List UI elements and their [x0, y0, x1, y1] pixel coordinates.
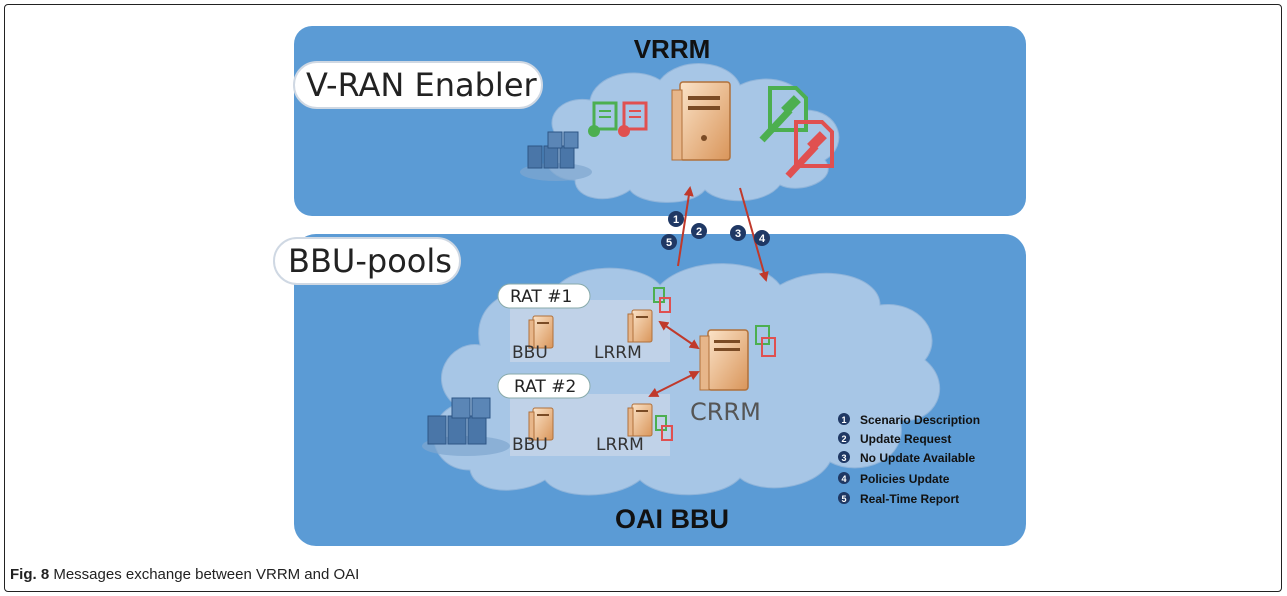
server-rack-icon: [520, 131, 592, 181]
badge-3: 3: [730, 225, 746, 241]
svg-text:Scenario Description: Scenario Description: [860, 413, 980, 427]
v-ran-enabler-pill: [293, 61, 543, 109]
figure-caption-text: Messages exchange between VRRM and OAI: [53, 566, 360, 583]
rat-1-label: RAT #1: [510, 287, 572, 307]
bbu-label-2: BBU: [512, 435, 548, 455]
green-certificate-icon: [588, 101, 618, 137]
crrm-label: CRRM: [690, 398, 761, 426]
bbu-label-1: BBU: [512, 343, 548, 363]
bbu-server-icon-1: [528, 315, 554, 349]
v-ran-enabler-label: V-RAN Enabler: [306, 66, 538, 104]
crrm-server-icon: [699, 325, 776, 391]
vrrm-title: VRRM: [634, 34, 711, 64]
green-policy-icon: [759, 86, 808, 143]
red-policy-icon: [785, 120, 834, 179]
svg-text:Real-Time Report: Real-Time Report: [860, 492, 959, 506]
legend-item-1: 1 Scenario Description: [838, 413, 980, 427]
lrrm-label-1: LRRM: [594, 343, 642, 363]
svg-text:5: 5: [841, 494, 846, 504]
svg-text:4: 4: [841, 474, 846, 484]
svg-text:1: 1: [841, 415, 846, 425]
bbu-pools-label: BBU-pools: [288, 242, 452, 280]
svg-text:Update Request: Update Request: [860, 432, 951, 446]
figure-caption: Fig. 8 Messages exchange between VRRM an…: [10, 566, 359, 583]
svg-text:4: 4: [759, 233, 766, 245]
vrrm-server-icon: [671, 81, 731, 161]
svg-text:3: 3: [841, 453, 846, 463]
svg-text:5: 5: [666, 237, 672, 249]
svg-text:No Update Available: No Update Available: [860, 451, 975, 465]
svg-text:2: 2: [696, 226, 702, 238]
red-certificate-icon: [618, 101, 648, 137]
lrrm1-crrm-arrow: [658, 320, 700, 350]
svg-text:3: 3: [735, 228, 741, 240]
oai-bbu-title: OAI BBU: [615, 504, 729, 534]
svg-text:1: 1: [673, 214, 679, 226]
rat-1-pill: [497, 283, 591, 309]
badge-5: 5: [661, 234, 677, 250]
up-message-arrow: [677, 186, 694, 267]
rat-2-pill: [497, 373, 591, 399]
legend-item-3: 3 No Update Available: [838, 451, 975, 465]
rat-2-label: RAT #2: [514, 377, 576, 397]
lrrm2-crrm-arrow: [648, 371, 700, 397]
lrrm-server-icon-2: [627, 403, 673, 441]
badge-2: 2: [691, 223, 707, 239]
figure-number: Fig. 8: [10, 566, 50, 583]
legend-item-5: 5 Real-Time Report: [838, 492, 959, 506]
svg-text:Policies Update: Policies Update: [860, 472, 950, 486]
svg-text:2: 2: [841, 434, 846, 444]
lrrm-label-2: LRRM: [596, 435, 644, 455]
legend-item-2: 2 Update Request: [838, 432, 951, 446]
legend-item-4: 4 Policies Update: [838, 472, 950, 486]
lrrm-server-icon-1: [627, 287, 671, 343]
badge-1: 1: [668, 211, 684, 227]
badge-4: 4: [754, 230, 770, 246]
server-rack-icon-bottom: [422, 397, 510, 456]
figure-frame: [4, 4, 1282, 592]
down-message-arrow: [739, 187, 769, 282]
bbu-server-icon-2: [528, 407, 554, 441]
legend: 1 Scenario Description 2 Update Request …: [838, 413, 980, 506]
bbu-pools-pill: [273, 237, 461, 285]
